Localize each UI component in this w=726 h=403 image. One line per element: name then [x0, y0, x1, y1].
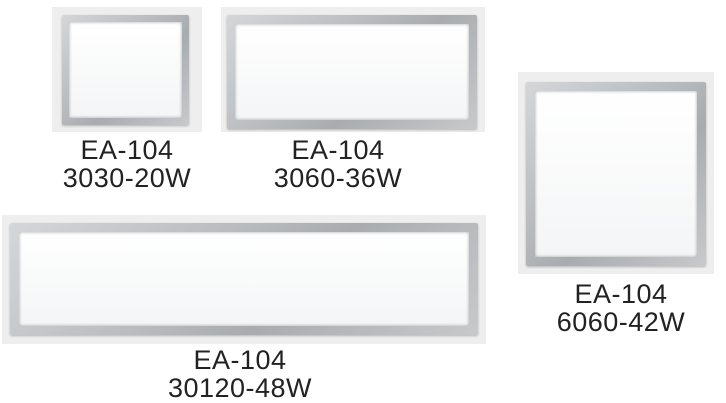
panel-image-3030 — [52, 7, 202, 132]
product-variant: 3030-20W — [62, 163, 192, 193]
product-label-3060: EA-104 3060-36W — [253, 136, 423, 192]
product-model: EA-104 — [80, 135, 174, 165]
product-variant: 6060-42W — [556, 307, 686, 337]
product-model: EA-104 — [193, 345, 287, 375]
panel-image-6060 — [518, 72, 714, 274]
product-label-6060: EA-104 6060-42W — [536, 280, 706, 336]
product-variant: 30120-48W — [167, 373, 313, 403]
product-model: EA-104 — [291, 135, 385, 165]
product-variant: 3060-36W — [273, 163, 403, 193]
product-label-30120: EA-104 30120-48W — [140, 346, 340, 402]
panel-image-30120 — [2, 215, 486, 344]
product-label-3030: EA-104 3030-20W — [42, 136, 212, 192]
panel-image-3060 — [221, 7, 485, 132]
product-model: EA-104 — [574, 279, 668, 309]
